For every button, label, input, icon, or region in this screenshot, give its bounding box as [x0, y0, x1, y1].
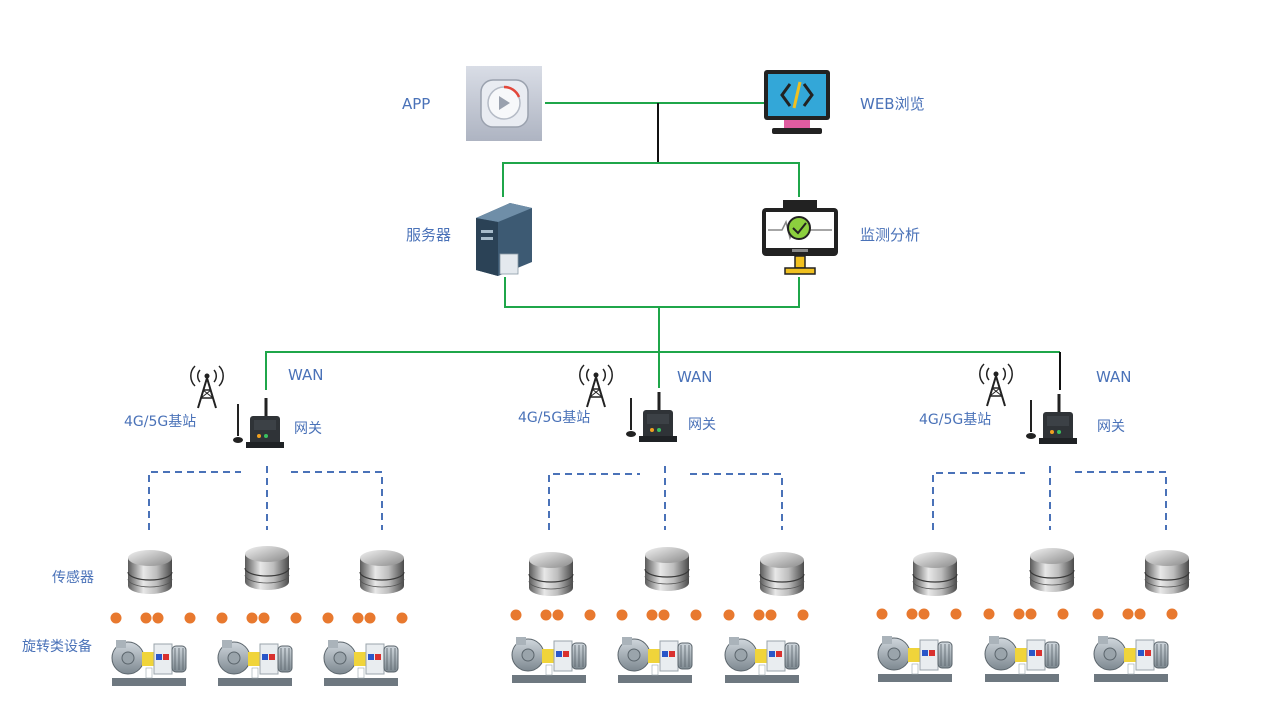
pump-icon: [1093, 635, 1169, 683]
sensor-point-dot: [753, 609, 765, 621]
sensor-point-dot: [723, 609, 735, 621]
server-label: 服务器: [406, 226, 451, 244]
sensor-point-dot: [765, 609, 777, 621]
app-icon: [466, 66, 542, 141]
server-icon: [476, 203, 532, 276]
sensor-point-dot: [110, 612, 122, 624]
web-monitor-icon: [764, 70, 830, 134]
sensor-point-dot: [616, 609, 628, 621]
sensor-point-dot: [983, 608, 995, 620]
sensor-point-dot: [140, 612, 152, 624]
sensor-icon: [759, 551, 805, 597]
base-station-label: 4G/5G基站: [919, 411, 991, 428]
sensor-icon: [644, 546, 690, 592]
web-label: WEB浏览: [860, 95, 925, 113]
pump-icon: [877, 635, 953, 683]
sensor-point-dot: [396, 612, 408, 624]
sensor-point-dot: [290, 612, 302, 624]
pump-icon: [724, 636, 800, 684]
server-node: 服务器: [406, 203, 532, 276]
sensor-point-dot: [1122, 608, 1134, 620]
sensor-icon: [912, 551, 958, 597]
equipment-layer: [110, 608, 1178, 687]
lower-distribution-link: [504, 277, 800, 308]
sensor-icon: [359, 549, 405, 595]
sensor-point-dot: [540, 609, 552, 621]
monitor-label: 监测分析: [860, 226, 920, 244]
sensor-point-dot: [690, 609, 702, 621]
dashed-link-left: [548, 473, 640, 530]
gateway-group-3: WAN 4G/5G基站 网关: [919, 363, 1167, 530]
sensor-point-dot: [352, 612, 364, 624]
sensor-icon: [1144, 549, 1190, 595]
sensor-point-dot: [646, 609, 658, 621]
sensor-label: 传感器: [52, 569, 94, 586]
sensor-point-dot: [950, 608, 962, 620]
gateway-icon: [1024, 392, 1079, 446]
web-node: WEB浏览: [764, 70, 925, 134]
sensor-layer: [127, 545, 1190, 597]
pump-icon: [511, 636, 587, 684]
sensor-point-dot: [510, 609, 522, 621]
base-station-label: 4G/5G基站: [124, 413, 196, 430]
sensor-point-dot: [584, 609, 596, 621]
sensor-point-dot: [1013, 608, 1025, 620]
dashed-link-left: [148, 471, 241, 530]
sensor-point-dot: [1025, 608, 1037, 620]
pump-icon: [984, 635, 1060, 683]
pump-icon: [217, 639, 293, 687]
sensor-point-dot: [1092, 608, 1104, 620]
antenna-tower-icon: [189, 365, 225, 409]
sensor-point-dot: [258, 612, 270, 624]
dashed-link-right: [690, 473, 783, 530]
wan-bus-link: [265, 351, 1060, 390]
sensor-point-dot: [152, 612, 164, 624]
upper-distribution-link: [502, 162, 800, 197]
sensor-point-dot: [658, 609, 670, 621]
app-label: APP: [402, 95, 430, 113]
pump-icon: [617, 636, 693, 684]
dashed-link-right: [291, 471, 383, 530]
antenna-tower-icon: [978, 363, 1014, 407]
dashed-link-left: [932, 472, 1025, 530]
dashed-link-right: [1075, 471, 1167, 530]
sensor-point-dot: [322, 612, 334, 624]
sensor-point-dot: [797, 609, 809, 621]
sensor-icon: [1029, 547, 1075, 593]
gateway-group-2: WAN 4G/5G基站 网关: [518, 364, 783, 530]
sensor-point-dot: [1166, 608, 1178, 620]
sensor-point-dot: [364, 612, 376, 624]
gateway-label: 网关: [294, 421, 322, 437]
monitor-analysis-node: 监测分析: [762, 200, 920, 275]
sensor-point-dot: [1134, 608, 1146, 620]
sensor-point-dot: [216, 612, 228, 624]
wan-label: WAN: [1096, 368, 1132, 386]
sensor-icon: [244, 545, 290, 591]
sensor-icon: [528, 551, 574, 597]
pump-icon: [323, 639, 399, 687]
app-node: APP: [402, 66, 542, 141]
wan-label: WAN: [677, 368, 713, 386]
sensor-point-dot: [876, 608, 888, 620]
antenna-tower-icon: [578, 364, 614, 408]
sensor-point-dot: [246, 612, 258, 624]
sensor-point-dot: [184, 612, 196, 624]
gateway-icon: [231, 396, 286, 450]
pump-icon: [111, 639, 187, 687]
wan-label: WAN: [288, 366, 324, 384]
gateway-group-1: WAN 4G/5G基站 网关: [124, 365, 383, 530]
sensor-point-dot: [552, 609, 564, 621]
monitor-analysis-icon: [762, 200, 838, 275]
gateway-icon: [624, 390, 679, 444]
sensor-point-dot: [1057, 608, 1069, 620]
base-station-label: 4G/5G基站: [518, 409, 590, 426]
gateway-label: 网关: [1097, 419, 1125, 435]
sensor-point-dot: [918, 608, 930, 620]
equipment-label: 旋转类设备: [22, 638, 92, 655]
gateway-label: 网关: [688, 417, 716, 433]
sensor-point-dot: [906, 608, 918, 620]
sensor-icon: [127, 549, 173, 595]
